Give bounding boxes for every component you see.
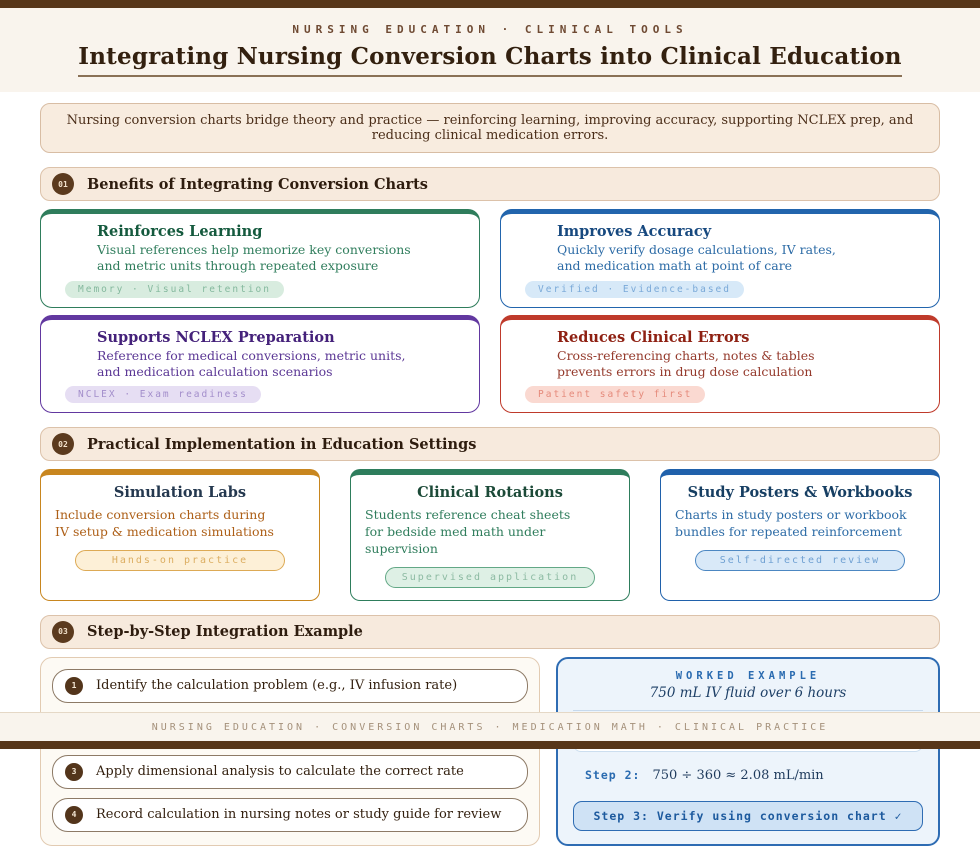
benefit-card-improves-accuracy: Improves Accuracy Quickly verify dosage … xyxy=(500,209,940,308)
page-footer: NURSING EDUCATION · CONVERSION CHARTS · … xyxy=(0,712,980,749)
integration-step-4: 4 Record calculation in nursing notes or… xyxy=(52,797,528,832)
step-label: Step 2: xyxy=(585,767,641,782)
card-body: Visual references help memorize key conv… xyxy=(97,242,463,275)
section-header-implementation: 02 Practical Implementation in Education… xyxy=(40,427,940,461)
step-text: Apply dimensional analysis to calculate … xyxy=(96,764,464,780)
card-tag: Supervised application xyxy=(385,566,595,588)
impl-card-study-posters: Study Posters & Workbooks Charts in stud… xyxy=(660,469,940,601)
card-body-line1: Include conversion charts during xyxy=(55,507,266,522)
card-tag: Verified · Evidence-based xyxy=(525,280,744,298)
benefits-grid: Reinforces Learning Visual references he… xyxy=(40,209,940,413)
card-body-line1: Cross-referencing charts, notes & tables xyxy=(557,347,815,363)
card-tag: Patient safety first xyxy=(525,386,706,403)
card-body-line2: prevents errors in drug dose calculation xyxy=(557,363,813,379)
bottom-accent-bar xyxy=(0,741,980,749)
card-title: Supports NCLEX Preparation xyxy=(97,328,335,346)
card-title: Improves Accuracy xyxy=(557,223,712,240)
worked-example-step-2: Step 2: 750 ÷ 360 ≈ 2.08 mL/min xyxy=(573,760,923,791)
page-header: NURSING EDUCATION · CLINICAL TOOLS Integ… xyxy=(0,8,980,92)
worked-example-subtitle: 750 mL IV fluid over 6 hours xyxy=(649,684,847,701)
card-body-line2: bundles for repeated reinforcement xyxy=(675,523,902,539)
card-body-line2: and medication math at point of care xyxy=(557,258,793,274)
section-number-badge: 03 xyxy=(52,620,74,643)
card-title: Simulation Labs xyxy=(113,484,247,501)
header-eyebrow: NURSING EDUCATION · CLINICAL TOOLS xyxy=(292,23,688,36)
integration-step-3: 3 Apply dimensional analysis to calculat… xyxy=(52,754,528,789)
card-title: Reinforces Learning xyxy=(97,223,263,240)
top-accent-bar xyxy=(0,0,980,8)
worked-example-final-step: Step 3: Verify using conversion chart ✓ xyxy=(573,800,923,831)
implementation-grid: Simulation Labs Include conversion chart… xyxy=(40,469,940,601)
impl-card-clinical-rotations: Clinical Rotations Students reference ch… xyxy=(350,469,630,601)
card-title: Study Posters & Workbooks xyxy=(687,484,913,501)
card-body-line1: Quickly verify dosage calculations, IV r… xyxy=(557,242,836,257)
worked-example-label: WORKED EXAMPLE xyxy=(675,669,821,682)
section-number-badge: 02 xyxy=(52,433,74,455)
step-text: Record calculation in nursing notes or s… xyxy=(96,807,502,823)
card-body-line2: and medication calculation scenarios xyxy=(97,363,333,379)
card-tag: Memory · Visual retention xyxy=(65,280,284,298)
step-text: Identify the calculation problem (e.g., … xyxy=(96,678,458,694)
impl-card-simulation-labs: Simulation Labs Include conversion chart… xyxy=(40,469,320,601)
card-tag: Self-directed review xyxy=(695,549,905,571)
section-header-step-by-step: 03 Step-by-Step Integration Example xyxy=(40,614,940,649)
section-title: Practical Implementation in Education Se… xyxy=(87,435,477,453)
worked-example-panel: WORKED EXAMPLE 750 mL IV fluid over 6 ho… xyxy=(556,656,940,846)
card-body-line1: Reference for medical conversions, metri… xyxy=(97,347,406,363)
step-by-step-row: 1 Identify the calculation problem (e.g.… xyxy=(40,656,940,846)
card-title: Clinical Rotations xyxy=(417,484,563,501)
card-title: Reduces Clinical Errors xyxy=(557,328,750,346)
integration-step-1: 1 Identify the calculation problem (e.g.… xyxy=(52,668,528,703)
card-body: Quickly verify dosage calculations, IV r… xyxy=(557,242,923,275)
step-value: 750 ÷ 360 ≈ 2.08 mL/min xyxy=(652,767,824,783)
card-body: Reference for medical conversions, metri… xyxy=(97,348,463,381)
intro-banner: Nursing conversion charts bridge theory … xyxy=(40,103,940,153)
page-title: Integrating Nursing Conversion Charts in… xyxy=(78,43,902,77)
card-tag: Hands-on practice xyxy=(75,549,285,571)
step-number-badge: 4 xyxy=(65,805,83,824)
card-body-line1: Charts in study posters or workbook xyxy=(675,507,907,522)
card-body-line2: and metric units through repeated exposu… xyxy=(97,258,379,274)
card-tag: NCLEX · Exam readiness xyxy=(65,386,261,403)
section-header-benefits: 01 Benefits of Integrating Conversion Ch… xyxy=(40,167,940,201)
step-number-badge: 1 xyxy=(65,676,83,695)
worked-example-divider xyxy=(573,709,923,711)
integration-steps-panel: 1 Identify the calculation problem (e.g.… xyxy=(40,656,540,846)
benefit-card-reinforces-learning: Reinforces Learning Visual references he… xyxy=(40,209,480,308)
section-title: Step-by-Step Integration Example xyxy=(87,623,363,641)
step-number-badge: 3 xyxy=(65,762,83,781)
card-body-line1: Students reference cheat sheets xyxy=(365,507,571,522)
card-body-line1: Visual references help memorize key conv… xyxy=(97,242,411,257)
benefit-card-supports-nclex: Supports NCLEX Preparation Reference for… xyxy=(40,314,480,413)
card-body-line2: for bedside med math under supervision xyxy=(365,523,546,556)
benefit-card-reduces-errors: Reduces Clinical Errors Cross-referencin… xyxy=(500,314,940,413)
footer-text: NURSING EDUCATION · CONVERSION CHARTS · … xyxy=(0,712,980,741)
card-body-line2: IV setup & medication simulations xyxy=(55,523,274,539)
section-number-badge: 01 xyxy=(52,173,74,195)
card-body: Cross-referencing charts, notes & tables… xyxy=(557,348,923,381)
section-title: Benefits of Integrating Conversion Chart… xyxy=(87,175,428,193)
